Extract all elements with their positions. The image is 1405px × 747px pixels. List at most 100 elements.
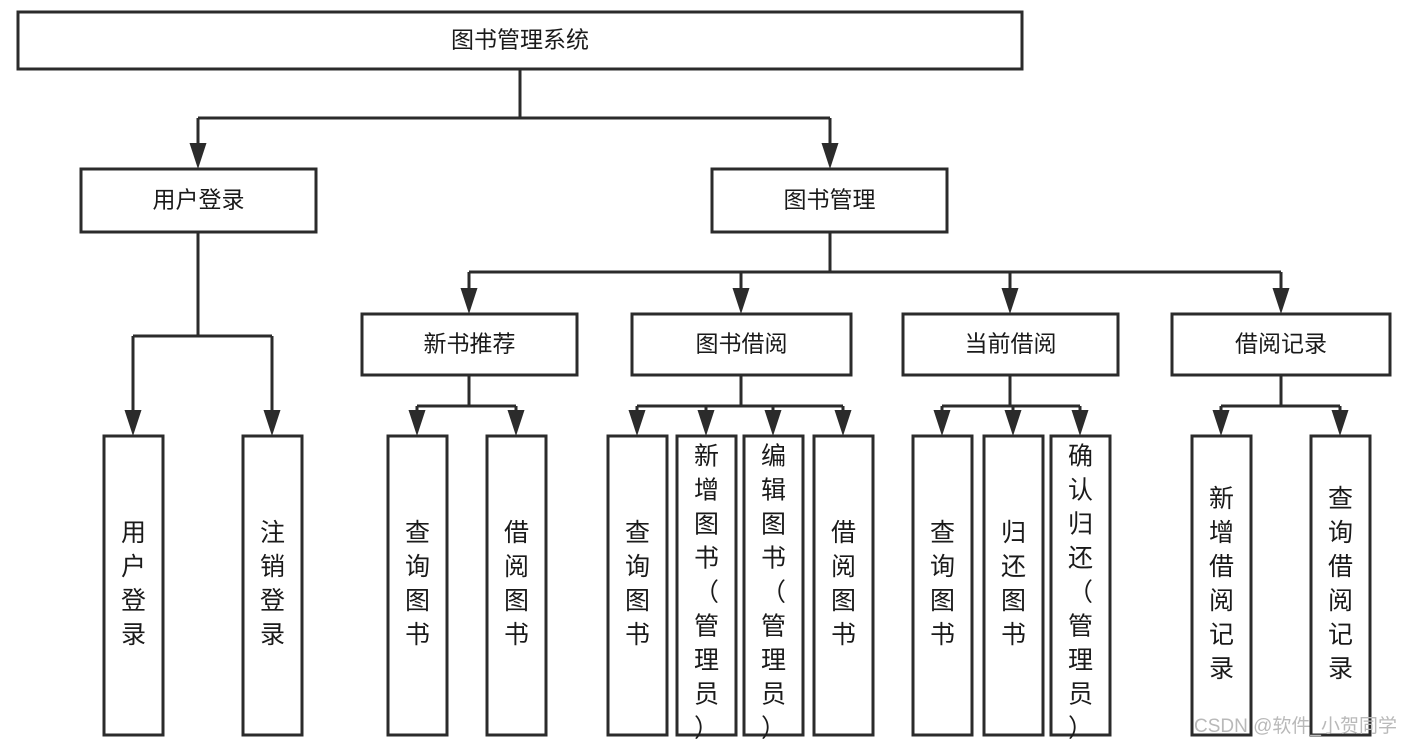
arrow-head-icon [1272, 288, 1290, 314]
node-box-leaf-rec-add[interactable] [1190, 434, 1253, 737]
node-label-char: 书 [694, 545, 719, 573]
node-label-char: 图 [405, 587, 430, 615]
node-label-char: 查 [625, 519, 650, 547]
node-leaf-user-login[interactable]: 用户登录 [102, 434, 165, 737]
node-box-leaf-rec-borrow[interactable] [485, 434, 548, 737]
arrow-head-icon [1071, 410, 1089, 436]
node-label-char: 员 [694, 681, 719, 709]
arrow-head-icon [764, 410, 782, 436]
node-box-leaf-cur-confirm[interactable] [1049, 434, 1112, 737]
arrow-head-icon [124, 410, 142, 436]
node-box-book-manage[interactable] [710, 167, 949, 234]
node-label-char: 登 [121, 587, 146, 615]
node-label-char: 管 [1068, 613, 1093, 641]
node-label-char: 管 [761, 613, 786, 641]
node-label-char: 借 [1328, 553, 1353, 581]
node-label-char: 借 [504, 519, 529, 547]
watermark-layer: CSDN @软件_小贺同学 [1194, 715, 1397, 737]
node-label-char: 理 [694, 647, 719, 675]
node-box-leaf-rec-query2[interactable] [1309, 434, 1372, 737]
node-borrow-record[interactable]: 借阅记录 [1170, 312, 1392, 377]
node-label-char: 登 [260, 587, 285, 615]
node-box-user-login[interactable] [79, 167, 318, 234]
connector-group-borrowrecord-to-leaves [1212, 375, 1349, 436]
node-label-char: 记 [1328, 621, 1353, 649]
node-label-char: 图 [831, 587, 856, 615]
arrow-head-icon [507, 410, 525, 436]
node-box-leaf-borrow-edit[interactable] [742, 434, 805, 737]
node-label-char: 用 [121, 519, 146, 547]
node-label-char: 确 [1068, 443, 1093, 471]
node-new-book-rec[interactable]: 新书推荐 [360, 312, 579, 377]
arrow-head-icon [821, 143, 839, 169]
node-label-char: 图 [761, 511, 786, 539]
node-box-root[interactable] [16, 10, 1024, 71]
node-label-new-book-rec: 新书推荐 [424, 331, 516, 357]
arrow-head-icon [460, 288, 478, 314]
node-box-leaf-rec-query[interactable] [386, 434, 449, 737]
node-box-leaf-borrow-query[interactable] [606, 434, 669, 737]
node-box-book-borrow[interactable] [630, 312, 853, 377]
node-label-char: 归 [1068, 511, 1093, 539]
connector-group-newbookrec-to-leaves [408, 375, 525, 436]
node-label-char: 录 [1209, 655, 1234, 683]
node-box-leaf-user-login[interactable] [102, 434, 165, 737]
node-box-leaf-cur-return[interactable] [982, 434, 1045, 737]
node-root[interactable]: 图书管理系统 [16, 10, 1024, 71]
node-label-char: 阅 [1209, 587, 1234, 615]
connector-group-userlogin-to-leaves [124, 232, 281, 436]
node-label-char: 新 [694, 443, 719, 471]
connector-group-bookmanage-to-level2 [460, 232, 1290, 314]
node-user-login[interactable]: 用户登录 [79, 167, 318, 234]
arrow-head-icon [628, 410, 646, 436]
arrow-head-icon [697, 410, 715, 436]
node-box-borrow-record[interactable] [1170, 312, 1392, 377]
node-label-char: 录 [1328, 655, 1353, 683]
node-box-new-book-rec[interactable] [360, 312, 579, 377]
node-box-leaf-user-logout[interactable] [241, 434, 304, 737]
connector-group-bookborrow-to-leaves [628, 375, 852, 436]
node-book-manage[interactable]: 图书管理 [710, 167, 949, 234]
node-label-char: 书 [1001, 621, 1026, 649]
node-current-borrow[interactable]: 当前借阅 [901, 312, 1120, 377]
node-box-leaf-cur-query[interactable] [911, 434, 974, 737]
node-label-char: ） [1068, 715, 1093, 743]
node-label-root: 图书管理系统 [451, 27, 589, 53]
node-box-leaf-borrow-do[interactable] [812, 434, 875, 737]
node-label-char: 图 [1001, 587, 1026, 615]
node-label-char: 管 [694, 613, 719, 641]
node-book-borrow[interactable]: 图书借阅 [630, 312, 853, 377]
node-box-leaf-borrow-add[interactable] [675, 434, 738, 737]
node-label-char: 阅 [504, 553, 529, 581]
node-box-current-borrow[interactable] [901, 312, 1120, 377]
arrow-head-icon [933, 410, 951, 436]
node-label-char: 增 [694, 477, 719, 505]
node-label-char: 询 [930, 553, 955, 581]
node-label-char: 阅 [831, 553, 856, 581]
node-label-char: 增 [1209, 519, 1234, 547]
node-label-char: 理 [1068, 647, 1093, 675]
node-label-char: 归 [1001, 519, 1026, 547]
node-label-char: 书 [625, 621, 650, 649]
node-label-char: 户 [121, 553, 146, 581]
